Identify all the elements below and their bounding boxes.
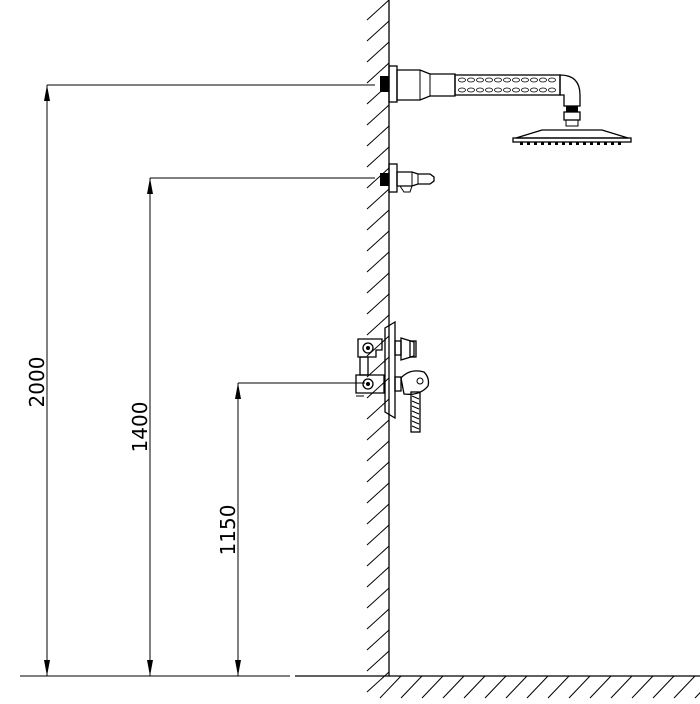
handle-stem: [394, 376, 402, 392]
outlet-nut: [399, 185, 413, 193]
wall-connector: [380, 76, 389, 92]
floor: [20, 675, 700, 699]
dimension-1150: 1150: [216, 382, 365, 676]
wall-hatching: [366, 0, 390, 693]
lever-texture: [411, 395, 420, 430]
shower-head-nozzles: [520, 142, 621, 145]
arm-texture: [458, 77, 556, 93]
arrow-top: [44, 85, 50, 101]
arrow-top: [235, 383, 241, 399]
swivel-ring: [566, 106, 578, 112]
wall: [366, 0, 390, 693]
shower-head-dome: [515, 129, 629, 139]
arrow-bottom: [44, 660, 50, 676]
valve-body-lower: [355, 374, 385, 394]
shower-head-plate: [512, 137, 632, 143]
handle-body: [400, 370, 430, 395]
diverter-stem: [394, 340, 402, 356]
outlet-connector: [380, 173, 389, 186]
arm-elbow: [559, 74, 581, 107]
arrow-top: [147, 178, 153, 194]
swivel-joint: [563, 111, 581, 121]
dimension-1400: 1400: [128, 177, 375, 676]
dimension-2000: 2000: [25, 84, 375, 676]
dimension-label-2000: 2000: [25, 357, 49, 408]
valve-body-pipe: [359, 356, 369, 376]
shower-arm-assembly: [380, 65, 632, 145]
handle-lever: [410, 391, 421, 433]
arrow-bottom: [147, 660, 153, 676]
valve-body-upper: [357, 338, 383, 358]
dimension-label-1150: 1150: [216, 505, 240, 556]
floor-hatching: [379, 675, 700, 699]
wall-flange: [388, 65, 398, 103]
hand-shower-outlet: [380, 163, 435, 193]
arrow-bottom: [235, 660, 241, 676]
outlet-elbow: [396, 171, 435, 187]
outlet-flange: [388, 163, 398, 193]
arm-escutcheon: [396, 69, 456, 101]
cover-plate: [384, 320, 396, 420]
concealed-mixer-valve: [355, 320, 430, 433]
dimension-label-1400: 1400: [128, 402, 152, 453]
